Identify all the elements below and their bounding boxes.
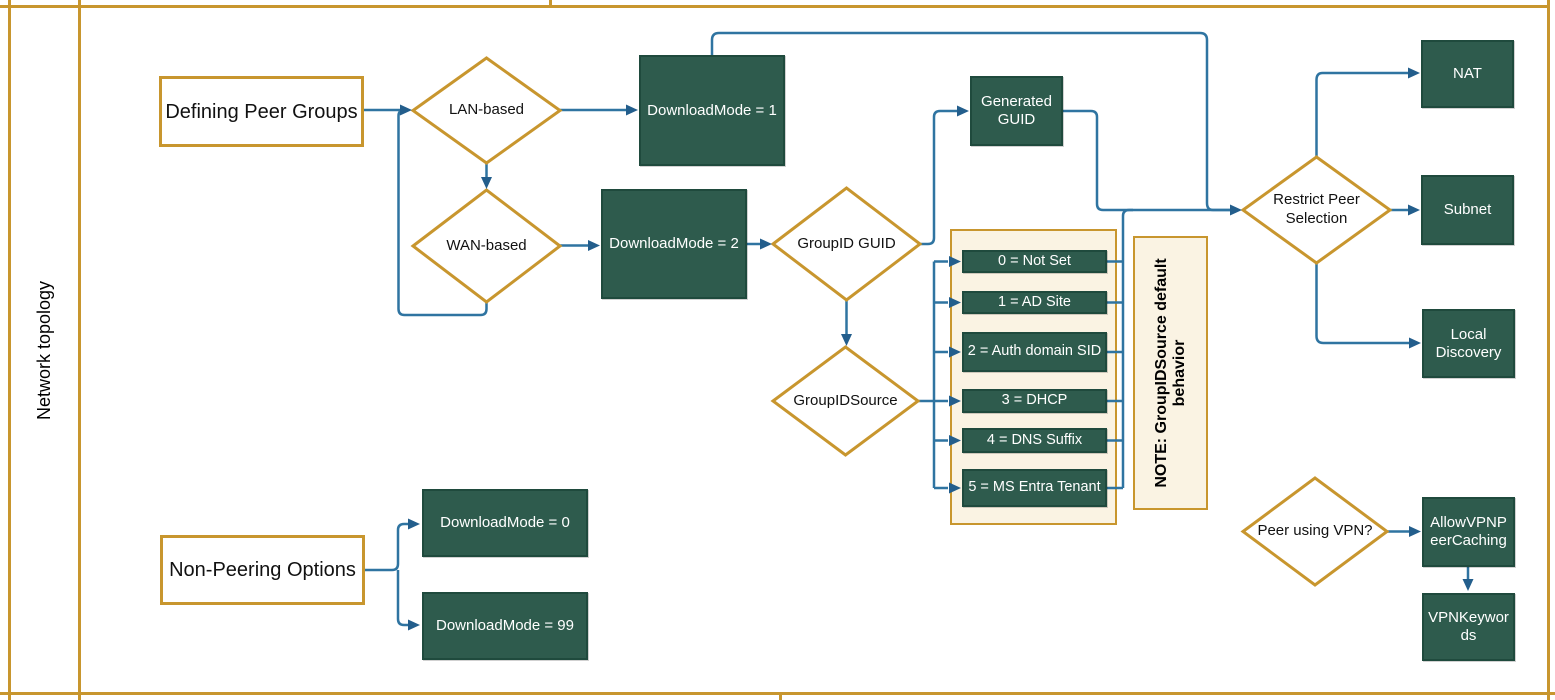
wan-based-label: WAN-based	[446, 236, 527, 254]
defining-peer-groups-box: Defining Peer Groups	[159, 76, 364, 147]
lane-border-left-outer	[8, 0, 11, 700]
downloadmode-2-label: DownloadMode = 2	[609, 235, 739, 252]
arrow-into-allowvpn	[1409, 526, 1421, 537]
downloadmode-0-label: DownloadMode = 0	[440, 514, 570, 531]
subnet-box: Subnet	[1421, 175, 1514, 245]
generated-guid-label: Generated GUID	[981, 93, 1052, 128]
phase-divider-bottom-stub	[779, 695, 782, 700]
lan-based-label: LAN-based	[448, 100, 525, 118]
lane-title: Network topology	[11, 0, 78, 700]
option-not-set-label: 0 = Not Set	[998, 252, 1071, 269]
edge-groupid-to-generated	[920, 109, 957, 246]
subnet-label: Subnet	[1443, 201, 1492, 218]
groupidsource-label: GroupIDSource	[793, 391, 898, 409]
arrow-into-dm99	[408, 619, 420, 631]
restrict-peer-selection-label: Restrict Peer Selection	[1273, 191, 1360, 227]
groupid-guid-label: GroupID GUID	[797, 234, 896, 252]
option-ad-site: 1 = AD Site	[962, 291, 1107, 314]
arrow-into-dm2	[588, 240, 600, 251]
nat-box: NAT	[1421, 40, 1514, 108]
downloadmode-1-label: DownloadMode = 1	[647, 101, 777, 119]
note-text: NOTE: GroupIDSource default behavior	[1152, 258, 1188, 488]
option-dhcp-label: 3 = DHCP	[1001, 392, 1068, 409]
edge-nonpeering-to-dm99	[396, 570, 408, 627]
lane-border-top	[0, 5, 1550, 8]
option-ad-site-label: 1 = AD Site	[998, 293, 1071, 310]
vpn-keywords-label: VPNKeywords	[1428, 609, 1509, 644]
lane-border-left-inner	[78, 0, 81, 700]
downloadmode-1-box: DownloadMode = 1	[639, 55, 785, 166]
option-ms-entra-tenant-label: 5 = MS Entra Tenant	[968, 479, 1101, 496]
phase-divider-top-stub	[549, 0, 552, 5]
arrow-into-lan	[400, 104, 412, 116]
arrow-into-groupidsource	[841, 334, 852, 346]
edge-nonpeering-stem	[365, 522, 408, 572]
downloadmode-99-label: DownloadMode = 99	[435, 617, 574, 634]
option-auth-domain-sid: 2 = Auth domain SID	[962, 332, 1107, 372]
arrow-into-dm0	[408, 518, 420, 530]
peer-using-vpn-label: Peer using VPN?	[1257, 521, 1373, 539]
lane-border-right	[1547, 0, 1550, 700]
option-dns-suffix: 4 = DNS Suffix	[962, 428, 1107, 453]
note-box: NOTE: GroupIDSource default behavior	[1133, 236, 1208, 510]
options-left-branches	[934, 260, 948, 490]
edge-generated-to-restrict	[1063, 109, 1230, 212]
edge-wan-loop-to-lan	[397, 108, 488, 317]
non-peering-options-label: Non-Peering Options	[169, 559, 356, 581]
arrow-into-subnet	[1408, 204, 1420, 216]
arrow-into-restrict	[1230, 204, 1242, 216]
option-dns-suffix-label: 4 = DNS Suffix	[986, 431, 1083, 448]
arrow-into-generated	[957, 105, 969, 117]
downloadmode-99-box: DownloadMode = 99	[422, 592, 588, 660]
arrow-into-keywords	[1462, 579, 1474, 591]
local-discovery-label: Local Discovery	[1435, 325, 1502, 361]
generated-guid-box: Generated GUID	[970, 76, 1063, 146]
downloadmode-0-box: DownloadMode = 0	[422, 489, 588, 557]
lane-border-bottom	[0, 692, 1555, 695]
arrow-into-local	[1409, 337, 1421, 349]
edge-restrict-to-nat	[1315, 71, 1408, 157]
options-right-spine	[1121, 208, 1133, 488]
vpn-keywords-box: VPNKeywords	[1422, 593, 1515, 661]
option-ms-entra-tenant: 5 = MS Entra Tenant	[962, 469, 1107, 507]
option-dhcp: 3 = DHCP	[962, 389, 1107, 413]
edge-restrict-to-local	[1315, 263, 1409, 345]
local-discovery-box: Local Discovery	[1422, 309, 1515, 378]
allow-vpn-peer-caching-box: AllowVPNPeerCaching	[1422, 497, 1515, 567]
option-auth-domain-sid-label: 2 = Auth domain SID	[967, 343, 1102, 360]
arrow-into-nat	[1408, 67, 1420, 79]
lane-title-text: Network topology	[34, 280, 55, 420]
arrow-into-groupid	[760, 238, 772, 250]
arrow-into-dm1	[626, 104, 638, 116]
downloadmode-2-box: DownloadMode = 2	[601, 189, 747, 299]
defining-peer-groups-label: Defining Peer Groups	[165, 100, 358, 123]
allow-vpn-peer-caching-label: AllowVPNPeerCaching	[1430, 514, 1507, 549]
nat-label: NAT	[1453, 65, 1482, 82]
arrow-into-wan	[481, 177, 492, 189]
option-not-set: 0 = Not Set	[962, 250, 1107, 273]
non-peering-options-box: Non-Peering Options	[160, 535, 365, 605]
